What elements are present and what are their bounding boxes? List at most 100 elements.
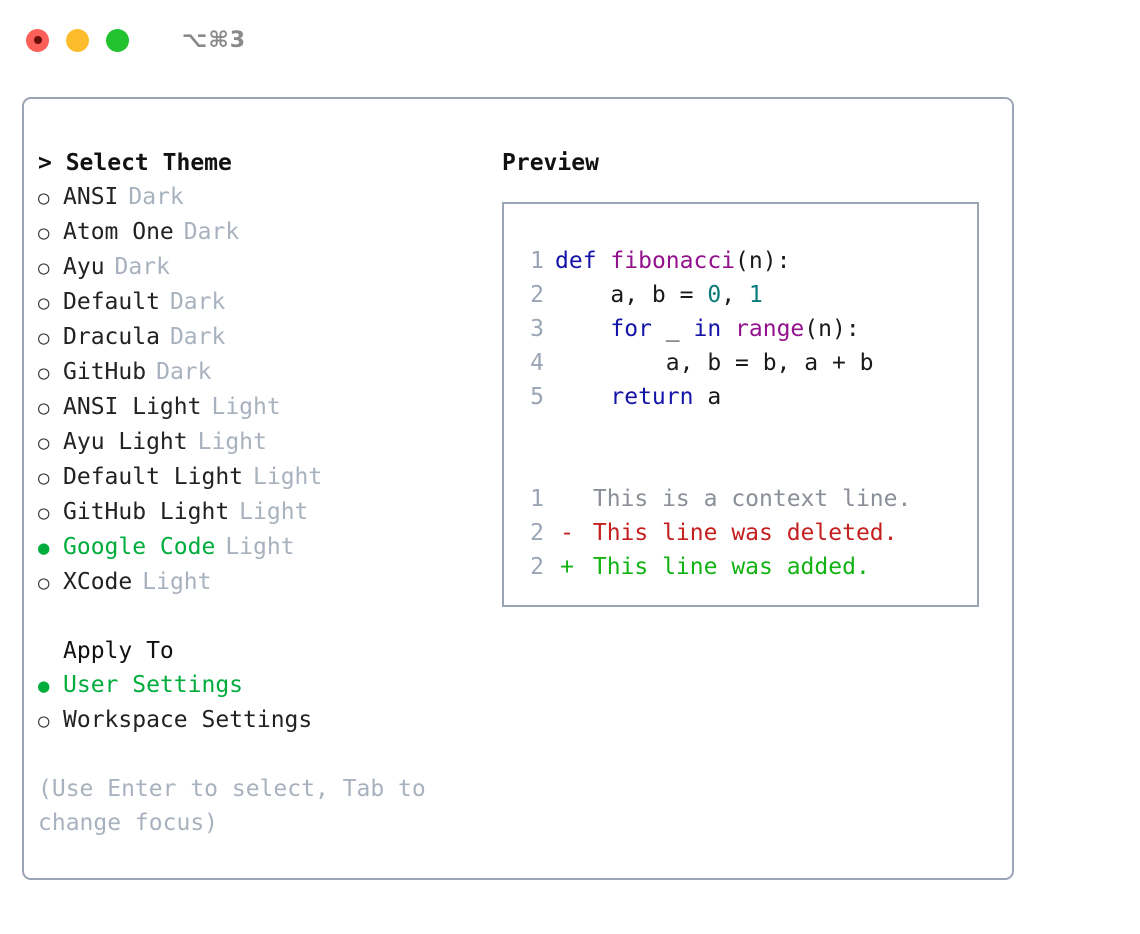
code-token: for xyxy=(610,316,652,342)
diff-line: 2- This line was deleted. xyxy=(516,516,977,550)
theme-option-tag: Light xyxy=(142,569,212,595)
radio-unselected-icon: ○ xyxy=(38,222,50,244)
theme-option-tag: Dark xyxy=(128,184,184,210)
radio-unselected-icon: ○ xyxy=(38,257,50,279)
keyboard-hint-text: (Use Enter to select, Tab to change focu… xyxy=(38,776,426,836)
code-line: 3 for _ in range(n): xyxy=(516,312,977,346)
theme-option-label: ANSI xyxy=(63,184,119,210)
theme-option-label: Google Code xyxy=(63,534,216,560)
theme-option-label: Atom One xyxy=(63,219,174,245)
diff-sample: 1 This is a context line. 2- This line wa… xyxy=(516,482,977,584)
maximize-button-icon[interactable] xyxy=(106,28,129,52)
spacer xyxy=(38,600,478,634)
theme-option-label: XCode xyxy=(63,569,133,595)
code-token: in xyxy=(693,316,722,342)
radio-unselected-icon: ○ xyxy=(38,362,50,384)
diff-line: 2 + This line was added. xyxy=(516,550,977,584)
diff-marker xyxy=(555,482,579,516)
theme-option-tag: Light xyxy=(253,464,323,490)
theme-option-label: Ayu xyxy=(63,254,105,280)
diff-line-text: This is a context line. xyxy=(579,486,912,512)
close-button-icon[interactable] xyxy=(26,28,49,52)
keyboard-shortcut-label: ⌥⌘3 xyxy=(182,27,247,53)
apply-to-option-user-settings[interactable]: ●User Settings xyxy=(38,668,478,703)
theme-option-tag: Dark xyxy=(169,289,226,315)
line-number: 3 xyxy=(530,316,544,342)
theme-option-label: Dracula xyxy=(63,324,160,350)
code-line: 5 return a xyxy=(516,380,977,414)
code-token: , xyxy=(721,282,749,308)
spacer xyxy=(516,414,977,448)
theme-option-label: Ayu Light xyxy=(63,429,188,455)
code-token: a, b = b, a + b xyxy=(555,350,874,376)
apply-to-option-label: User Settings xyxy=(63,672,244,698)
radio-unselected-icon: ○ xyxy=(38,710,50,732)
code-token xyxy=(597,248,611,274)
window-controls xyxy=(26,28,129,52)
code-line-text: a, b = b, a + b xyxy=(555,346,874,380)
theme-option-tag: Dark xyxy=(114,254,170,280)
code-line-text: def fibonacci(n): xyxy=(555,244,790,278)
theme-option-xcode[interactable]: ○ XCode Light xyxy=(38,565,478,600)
preview-title: Preview xyxy=(502,150,599,176)
code-line-text: a, b = 0, 1 xyxy=(555,278,762,312)
code-token: range xyxy=(735,316,805,342)
code-token: def xyxy=(555,248,597,274)
theme-option-ayu[interactable]: ○ Ayu Dark xyxy=(38,250,478,285)
apply-to-heading: Apply To xyxy=(63,638,174,664)
title-bar: ⌥⌘3 xyxy=(0,0,1140,80)
code-token: fibonacci xyxy=(610,248,736,274)
code-token xyxy=(721,316,735,342)
line-number: 2 xyxy=(530,554,544,580)
line-number: 5 xyxy=(530,384,544,410)
theme-option-label: GitHub Light xyxy=(63,499,230,525)
line-number: 4 xyxy=(530,350,544,376)
apply-to-option-list: ●User Settings ○ Workspace Settings xyxy=(38,668,478,738)
code-token: return xyxy=(610,384,694,410)
radio-unselected-icon: ○ xyxy=(38,572,50,594)
radio-unselected-icon: ○ xyxy=(38,397,50,419)
apply-to-option-label: Workspace Settings xyxy=(63,707,313,733)
theme-option-tag: Dark xyxy=(169,324,226,350)
theme-option-label: ANSI Light xyxy=(63,394,202,420)
minimize-button-icon[interactable] xyxy=(66,28,89,52)
code-token xyxy=(555,316,610,342)
code-line: 4 a, b = b, a + b xyxy=(516,346,977,380)
diff-marker: + xyxy=(560,554,574,580)
line-number: 2 xyxy=(530,282,544,308)
spacer xyxy=(516,448,977,482)
code-token: a, b = xyxy=(555,282,708,308)
radio-unselected-icon: ○ xyxy=(38,467,50,489)
diff-line-text: This line was deleted. xyxy=(579,520,898,546)
code-token xyxy=(555,384,610,410)
line-number: 1 xyxy=(530,248,544,274)
line-number: 2 xyxy=(530,520,544,546)
theme-option-default-light[interactable]: ○ Default Light Light xyxy=(38,460,478,495)
radio-unselected-icon: ○ xyxy=(38,292,50,314)
theme-option-label: GitHub xyxy=(63,359,147,385)
code-token: (n): xyxy=(735,248,791,274)
radio-unselected-icon: ○ xyxy=(38,327,50,349)
code-line: 1 def fibonacci(n): xyxy=(516,244,977,278)
radio-unselected-icon: ○ xyxy=(38,432,50,454)
theme-option-dracula[interactable]: ○ Dracula Dark xyxy=(38,320,478,355)
diff-line-text: This line was added. xyxy=(579,554,870,580)
theme-option-label: Default Light xyxy=(63,464,244,490)
apply-to-option-workspace-settings[interactable]: ○ Workspace Settings xyxy=(38,703,478,738)
theme-option-tag: Light xyxy=(225,534,295,560)
panel-title-select-theme: > Select Theme xyxy=(38,150,232,176)
code-line-text: for _ in range(n): xyxy=(555,312,859,346)
line-number: 1 xyxy=(530,486,544,512)
